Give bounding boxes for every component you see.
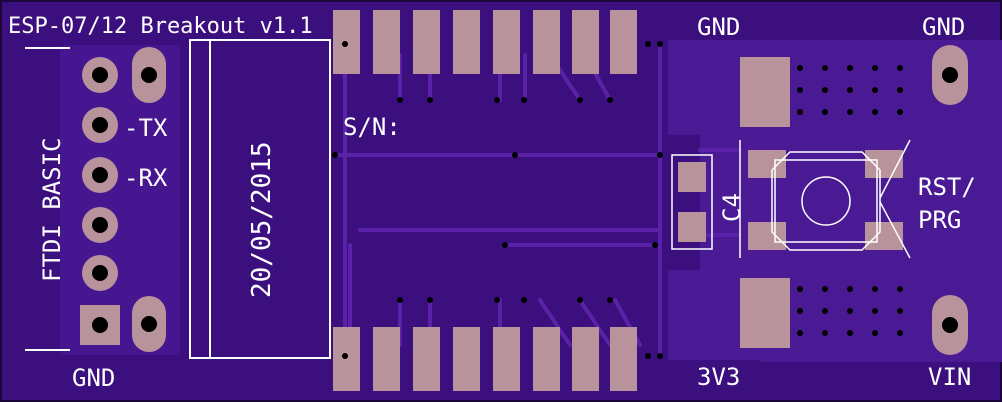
pad-top-2 [373, 10, 400, 74]
pad-top-3 [413, 10, 440, 74]
prg-label: PRG [918, 206, 961, 234]
button-plunger [801, 176, 851, 226]
tactile-button-rst [739, 139, 911, 259]
thermal-pad-top [740, 57, 910, 127]
top-right-gnd-label: GND [922, 13, 965, 41]
ftdi-header [25, 47, 166, 352]
ftdi-header-label: FTDI BASIC [38, 138, 66, 283]
pad-bottom-4 [453, 327, 480, 391]
serial-number-label: S/N: [343, 113, 401, 141]
vias [332, 41, 663, 359]
esp-top-pads [333, 10, 637, 74]
top-gnd-label: GND [697, 13, 740, 41]
pad-bottom-7 [572, 327, 599, 391]
esp-module-silkscreen [189, 39, 331, 359]
pad-top-4 [453, 10, 480, 74]
right-power-pads [932, 45, 968, 355]
date-label: 20/05/2015 [247, 141, 277, 298]
tx-label: -TX [124, 114, 168, 142]
pad-bottom-3 [413, 327, 440, 391]
pad-top-5 [493, 10, 520, 74]
rx-label: -RX [124, 164, 168, 192]
pad-top-6 [533, 10, 560, 74]
bottom-vin-label: VIN [928, 363, 971, 391]
board-title: ESP-07/12 Breakout v1.1 [8, 14, 313, 39]
pad-top-7 [572, 10, 599, 74]
pad-bottom-5 [493, 327, 520, 391]
esp-bottom-pads [333, 327, 637, 391]
thermal-pad-bottom [740, 278, 910, 348]
pad-top-8 [610, 10, 637, 74]
rst-label: RST/ [918, 173, 976, 201]
capacitor-c4 [671, 154, 713, 250]
pad-bottom-2 [373, 327, 400, 391]
bottom-left-gnd-label: GND [72, 364, 115, 392]
pad-bottom-8 [610, 327, 637, 391]
c4-label: C4 [718, 193, 746, 222]
bottom-3v3-label: 3V3 [697, 363, 740, 391]
pad-bottom-6 [533, 327, 560, 391]
pad-bottom-1 [333, 327, 360, 391]
